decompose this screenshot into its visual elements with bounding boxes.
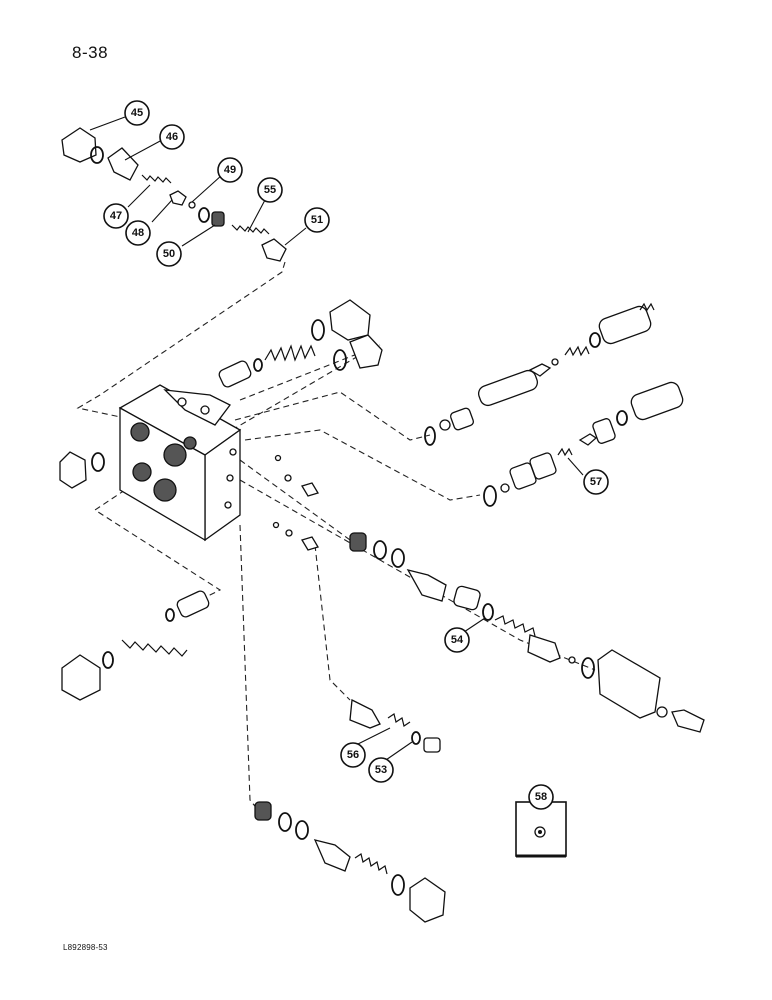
upper-center-parts xyxy=(218,299,383,388)
callout-56: 56 xyxy=(340,742,366,768)
drawing-code: L892898-53 xyxy=(63,943,108,952)
middle-right-parts xyxy=(349,532,705,733)
svg-text:47: 47 xyxy=(110,210,122,222)
svg-text:51: 51 xyxy=(311,214,323,226)
svg-text:53: 53 xyxy=(375,764,387,776)
svg-text:57: 57 xyxy=(590,476,602,488)
callout-55: 55 xyxy=(257,177,283,203)
callout-58: 58 xyxy=(528,784,554,810)
part-51-plug xyxy=(261,238,287,262)
callout-48: 48 xyxy=(125,220,151,246)
svg-text:58: 58 xyxy=(535,791,547,803)
svg-text:48: 48 xyxy=(132,227,144,239)
svg-text:49: 49 xyxy=(224,164,236,176)
lower-middle-parts xyxy=(349,698,441,753)
right-upper-parts xyxy=(424,302,684,507)
svg-text:54: 54 xyxy=(451,634,464,646)
valve-body xyxy=(118,384,242,542)
callout-54: 54 xyxy=(444,627,470,653)
callout-57: 57 xyxy=(583,469,609,495)
part-46-fitting xyxy=(107,147,139,181)
callout-47: 47 xyxy=(103,203,129,229)
page-number: 8-38 xyxy=(72,43,109,62)
part-45-nut xyxy=(61,127,97,163)
part-48-poppet xyxy=(169,190,187,206)
svg-text:50: 50 xyxy=(163,248,175,260)
left-parts xyxy=(59,451,210,701)
part-58-inset xyxy=(515,801,567,858)
svg-text:55: 55 xyxy=(264,184,276,196)
svg-text:56: 56 xyxy=(347,749,359,761)
callout-51: 51 xyxy=(304,207,330,233)
assembly-lines xyxy=(76,261,596,816)
upper-left-parts xyxy=(61,127,287,262)
callout-53: 53 xyxy=(368,757,394,783)
svg-text:45: 45 xyxy=(131,107,143,119)
small-parts xyxy=(272,454,319,551)
callout-46: 46 xyxy=(159,124,185,150)
callout-45: 45 xyxy=(124,100,150,126)
svg-text:46: 46 xyxy=(166,131,178,143)
callout-49: 49 xyxy=(217,157,243,183)
callout-50: 50 xyxy=(156,241,182,267)
leader-lines xyxy=(89,116,584,763)
bottom-parts xyxy=(254,801,446,923)
